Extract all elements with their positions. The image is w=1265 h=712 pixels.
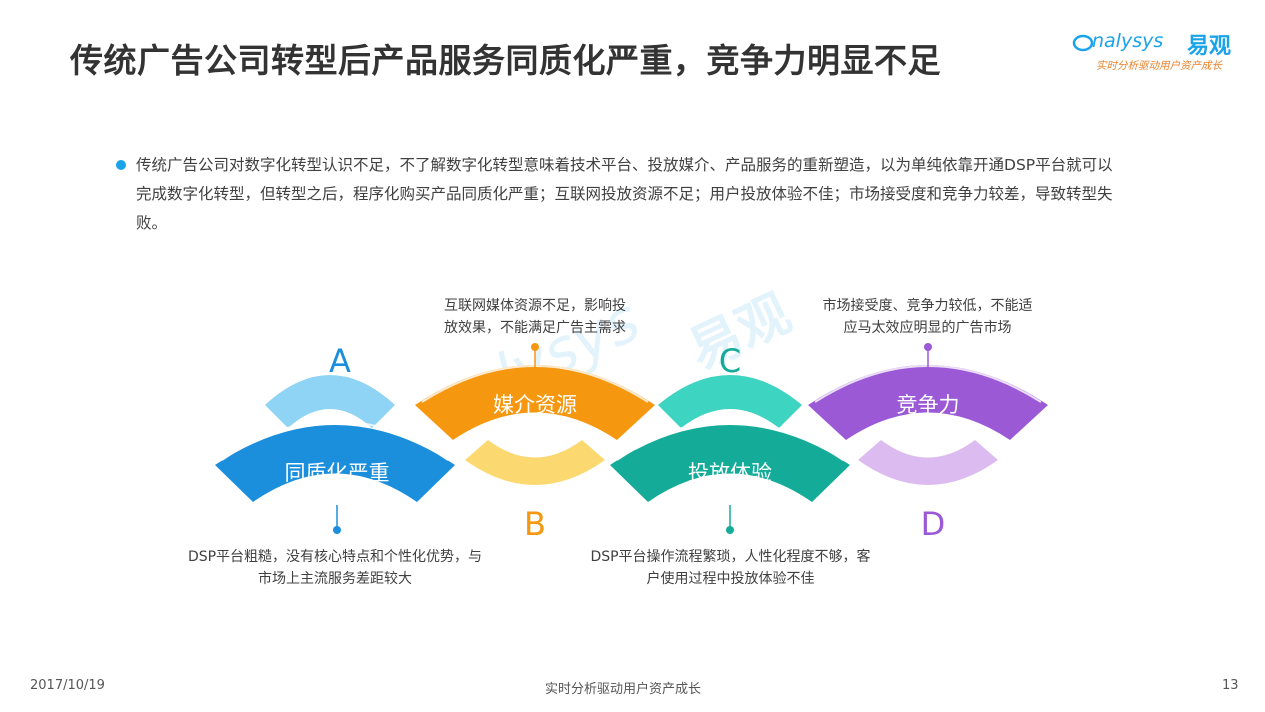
pin-d: [924, 343, 932, 370]
bullet-dot-icon: [116, 160, 126, 170]
letter-b: B: [524, 505, 546, 543]
slide-title: 传统广告公司转型后产品服务同质化严重，竞争力明显不足: [70, 41, 941, 80]
segment-c-main-arc: [610, 425, 850, 502]
segment-a-main-arc: [215, 425, 455, 502]
segment-b-label: 媒介资源: [493, 393, 577, 417]
summary-bullet: 传统广告公司对数字化转型认识不足，不了解数字化转型意味着技术平台、投放媒介、产品…: [116, 151, 1126, 238]
segment-c-light-arc: [658, 375, 802, 428]
pin-a: [333, 505, 341, 534]
segment-a-label: 同质化严重: [285, 461, 390, 485]
note-c: DSP平台操作流程繁琐，人性化程度不够，客 户使用过程中投放体验不佳: [568, 546, 893, 590]
letter-a: A: [329, 342, 351, 380]
note-d-line2: 应马太效应明显的广告市场: [843, 320, 1012, 336]
letter-c: C: [719, 342, 741, 380]
note-b-line2: 放效果，不能满足广告主需求: [444, 320, 626, 336]
pin-b: [531, 343, 539, 370]
segment-d-main-arc: [808, 365, 1048, 440]
logo-a-swoosh-icon: [1072, 34, 1094, 52]
note-a: DSP平台粗糙，没有核心特点和个性化优势，与 市场上主流服务差距较大: [160, 546, 510, 590]
note-d-line1: 市场接受度、竞争力较低，不能适: [822, 298, 1033, 314]
note-b: 互联网媒体资源不足，影响投 放效果，不能满足广告主需求: [420, 295, 650, 339]
logo-english: nalysys: [1092, 30, 1164, 52]
note-d: 市场接受度、竞争力较低，不能适 应马太效应明显的广告市场: [800, 295, 1055, 339]
segment-b-light-arc: [465, 440, 605, 485]
footer-tagline: 实时分析驱动用户资产成长: [545, 682, 702, 697]
segment-d-label: 竞争力: [897, 393, 960, 417]
page-number: 13: [1222, 678, 1239, 693]
segment-b-main-arc: [415, 365, 655, 440]
note-c-line1: DSP平台操作流程繁琐，人性化程度不够，客: [590, 549, 871, 565]
segment-c-label: 投放体验: [688, 461, 772, 485]
note-c-line2: 户使用过程中投放体验不佳: [646, 571, 815, 587]
logo-chinese: 易观: [1187, 34, 1232, 59]
analysys-logo: nalysys 易观 实时分析驱动用户资产成长: [1072, 30, 1232, 78]
segment-a-light-arc: [265, 375, 395, 428]
note-a-line1: DSP平台粗糙，没有核心特点和个性化优势，与: [187, 549, 483, 565]
summary-text: 传统广告公司对数字化转型认识不足，不了解数字化转型意味着技术平台、投放媒介、产品…: [136, 156, 1113, 232]
segment-d-light-arc: [858, 440, 998, 485]
footer-date: 2017/10/19: [30, 678, 105, 693]
pin-c: [726, 505, 734, 534]
note-b-line1: 互联网媒体资源不足，影响投: [444, 298, 626, 314]
note-a-line2: 市场上主流服务差距较大: [258, 571, 412, 587]
letter-d: D: [921, 505, 946, 543]
logo-tagline: 实时分析驱动用户资产成长: [1096, 60, 1222, 72]
